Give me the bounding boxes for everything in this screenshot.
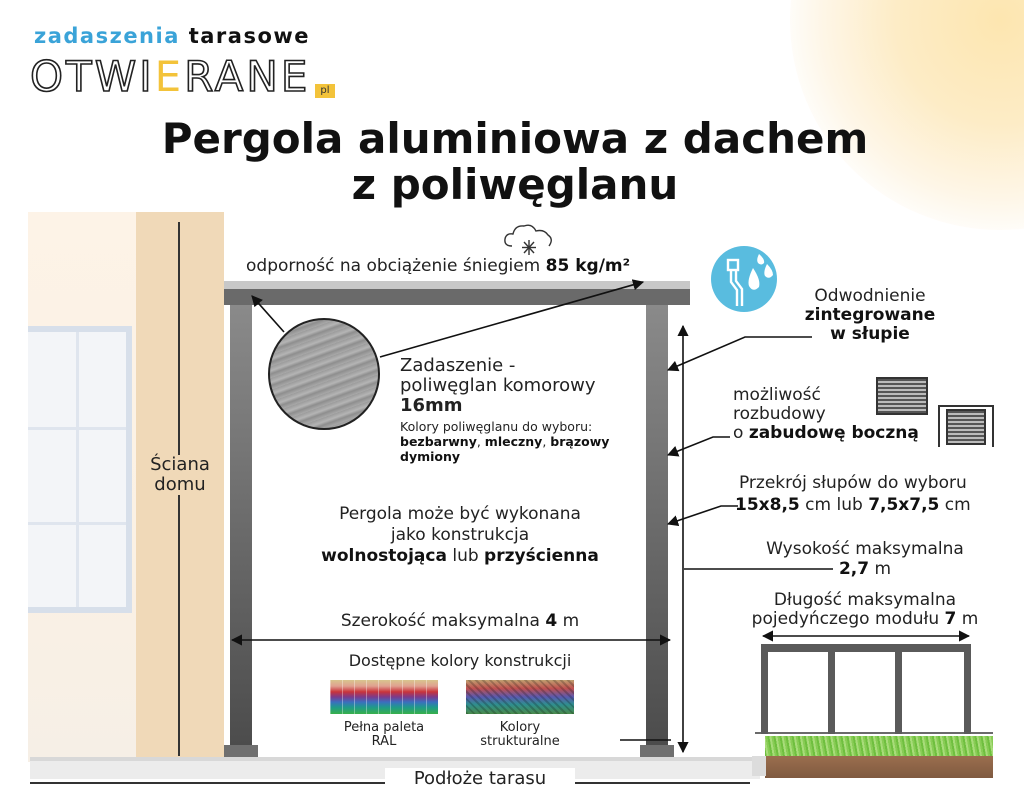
max-length-label: Długość maksymalna pojedyńczego modułu 7… bbox=[751, 590, 979, 629]
polycarbonate-detail-icon bbox=[268, 318, 380, 430]
grass-illustration bbox=[765, 736, 993, 758]
frame-colors-title: Dostępne kolory konstrukcji bbox=[348, 651, 572, 670]
max-height-label: Wysokość maksymalna 2,7 m bbox=[766, 539, 964, 579]
construction-type-text: Pergola może być wykonana jako konstrukc… bbox=[321, 504, 599, 566]
page-title: Pergola aluminiowa z dachem z poliwęglan… bbox=[161, 114, 869, 209]
snowflake-cloud-icon bbox=[504, 224, 552, 255]
ground-label: Podłoże tarasu bbox=[385, 768, 575, 789]
logo-wordmark: OTWIERANE bbox=[29, 51, 311, 102]
pergola-module-illustration bbox=[761, 644, 971, 734]
roofing-colors: Kolory poliwęglanu do wyboru: bezbarwny,… bbox=[400, 419, 610, 464]
logo-tld-badge: pl bbox=[315, 84, 335, 98]
terrace-edge bbox=[752, 756, 766, 776]
window-illustration bbox=[28, 326, 132, 613]
roof-panel bbox=[224, 281, 690, 289]
roofing-description: Zadaszenie - poliwęglan komorowy 16mm Ko… bbox=[400, 355, 610, 465]
structural-colors-label: Kolory strukturalne bbox=[480, 720, 560, 749]
logo-tagline: zadaszenia tarasowe bbox=[34, 24, 311, 48]
post-base-right bbox=[640, 745, 674, 757]
side-shutter-icon bbox=[876, 377, 928, 415]
ral-palette-label: Pełna paleta RAL bbox=[343, 720, 425, 749]
drainage-label: Odwodnienie zintegrowane w słupie bbox=[804, 286, 936, 344]
soil-illustration bbox=[765, 756, 993, 778]
ral-palette-swatch bbox=[330, 680, 438, 714]
structural-colors-swatch bbox=[466, 680, 574, 714]
max-width-label: Szerokość maksymalna 4 m bbox=[340, 611, 580, 631]
wall-label: Ściana domu bbox=[140, 455, 220, 495]
post-section-label: Przekrój słupów do wyboru 15x8,5 cm lub … bbox=[735, 473, 971, 515]
side-extension-label: możliwość rozbudowy o zabudowę boczną bbox=[733, 385, 919, 443]
drainpipe-water-icon bbox=[711, 246, 777, 312]
side-enclosure-frame-icon bbox=[938, 405, 994, 447]
post-base-left bbox=[224, 745, 258, 757]
snow-load-label: odporność na obciążenie śniegiem 85 kg/m… bbox=[246, 256, 631, 276]
